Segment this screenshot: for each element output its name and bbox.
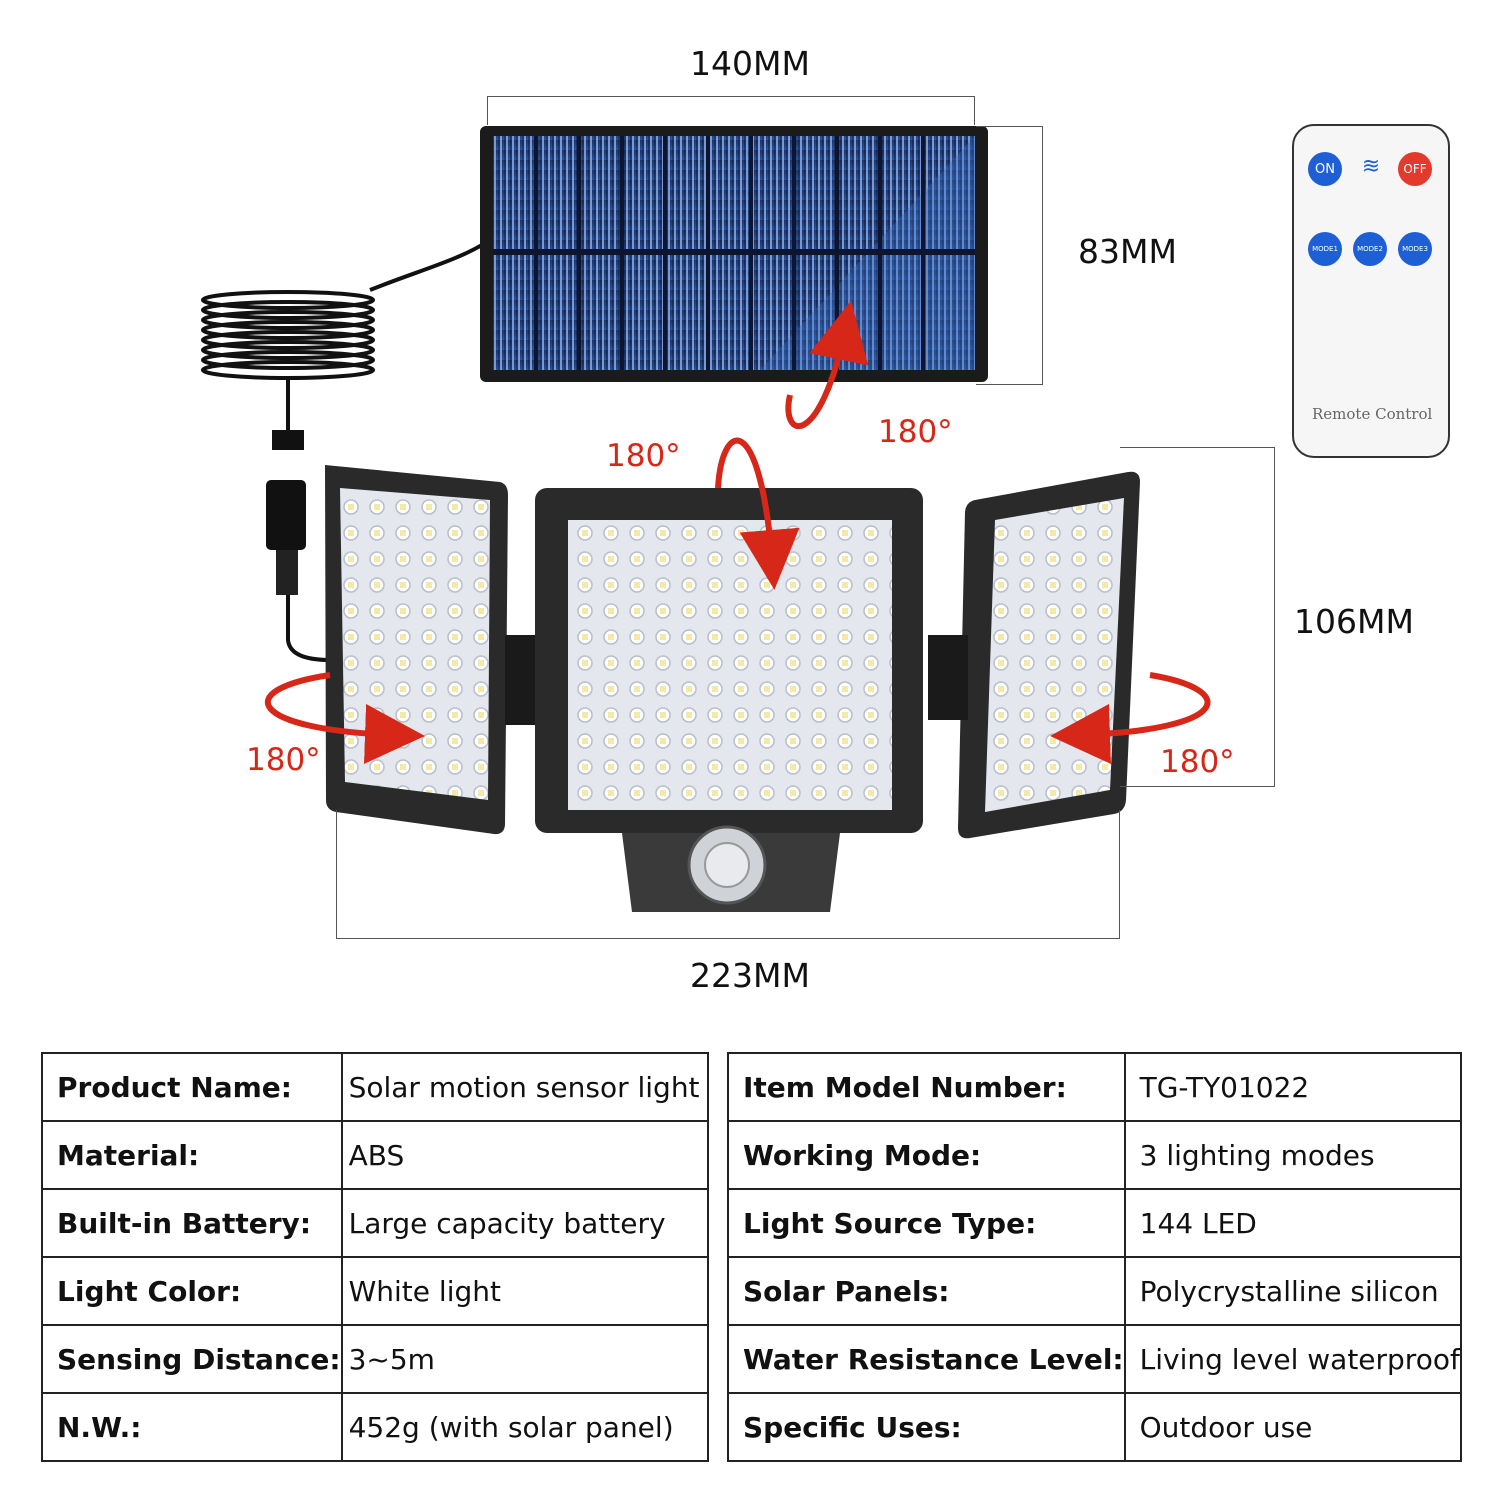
remote-label: Remote Control bbox=[1312, 405, 1433, 423]
solar-height-line bbox=[976, 126, 1043, 385]
solar-width-line bbox=[487, 96, 975, 125]
spec-value: 3 lighting modes bbox=[1123, 1120, 1462, 1190]
spec-value: Living level waterproof bbox=[1123, 1324, 1462, 1394]
spec-key: Water Resistance Level: bbox=[727, 1324, 1126, 1394]
spec-value: 452g (with solar panel) bbox=[340, 1392, 710, 1462]
left-light-head bbox=[325, 465, 540, 835]
spec-key: Specific Uses: bbox=[727, 1392, 1126, 1462]
solar-rotation-label: 180° bbox=[878, 414, 953, 450]
remote-mode2-button[interactable]: MODE2 bbox=[1353, 232, 1387, 266]
table-row: Light Color:White light bbox=[41, 1256, 710, 1326]
spec-key: Built-in Battery: bbox=[41, 1188, 343, 1258]
table-row: Light Source Type:144 LED bbox=[727, 1188, 1462, 1258]
left-rotation-label: 180° bbox=[246, 742, 321, 778]
light-height-line bbox=[1120, 447, 1275, 787]
spec-table-right: Item Model Number:TG-TY01022 Working Mod… bbox=[727, 1052, 1462, 1462]
table-row: Specific Uses:Outdoor use bbox=[727, 1392, 1462, 1462]
spec-key: N.W.: bbox=[41, 1392, 343, 1462]
remote-mode3-button[interactable]: MODE3 bbox=[1398, 232, 1432, 266]
spec-value: 144 LED bbox=[1123, 1188, 1462, 1258]
spec-value: Large capacity battery bbox=[340, 1188, 710, 1258]
table-row: N.W.:452g (with solar panel) bbox=[41, 1392, 710, 1462]
solar-panel bbox=[480, 126, 988, 382]
solar-width-label: 140MM bbox=[690, 44, 810, 83]
table-row: Solar Panels:Polycrystalline silicon bbox=[727, 1256, 1462, 1326]
spec-key: Item Model Number: bbox=[727, 1052, 1126, 1122]
remote-on-button[interactable]: ON bbox=[1308, 152, 1342, 186]
right-rotation-label: 180° bbox=[1160, 744, 1235, 780]
wifi-icon: ≋ bbox=[1361, 154, 1381, 179]
table-row: Water Resistance Level:Living level wate… bbox=[727, 1324, 1462, 1394]
table-row: Material:ABS bbox=[41, 1120, 710, 1190]
spec-value: Solar motion sensor light bbox=[340, 1052, 710, 1122]
spec-value: 3~5m bbox=[340, 1324, 710, 1394]
table-row: Working Mode:3 lighting modes bbox=[727, 1120, 1462, 1190]
spec-value: ABS bbox=[340, 1120, 710, 1190]
remote-off-button[interactable]: OFF bbox=[1398, 152, 1432, 186]
remote-control: ON ≋ OFF MODE1 MODE2 MODE3 Remote Contro… bbox=[1292, 124, 1450, 458]
center-rotation-label: 180° bbox=[606, 438, 681, 474]
spec-key: Sensing Distance: bbox=[41, 1324, 343, 1394]
light-width-line bbox=[336, 810, 1120, 939]
table-row: Sensing Distance:3~5m bbox=[41, 1324, 710, 1394]
remote-mode1-button[interactable]: MODE1 bbox=[1308, 232, 1342, 266]
table-row: Product Name:Solar motion sensor light bbox=[41, 1052, 710, 1122]
table-row: Built-in Battery:Large capacity battery bbox=[41, 1188, 710, 1258]
spec-key: Solar Panels: bbox=[727, 1256, 1126, 1326]
solar-height-label: 83MM bbox=[1078, 232, 1177, 271]
spec-value: Outdoor use bbox=[1123, 1392, 1462, 1462]
product-illustration bbox=[201, 126, 1211, 912]
spec-key: Product Name: bbox=[41, 1052, 343, 1122]
spec-key: Light Color: bbox=[41, 1256, 343, 1326]
spec-table-left: Product Name:Solar motion sensor light M… bbox=[41, 1052, 710, 1462]
right-light-head bbox=[928, 471, 1140, 839]
spec-key: Material: bbox=[41, 1120, 343, 1190]
rotation-arrows bbox=[265, 300, 1211, 764]
light-width-label: 223MM bbox=[690, 956, 810, 995]
spec-key: Light Source Type: bbox=[727, 1188, 1126, 1258]
spec-value: White light bbox=[340, 1256, 710, 1326]
spec-key: Working Mode: bbox=[727, 1120, 1126, 1190]
table-row: Item Model Number:TG-TY01022 bbox=[727, 1052, 1462, 1122]
spec-value: TG-TY01022 bbox=[1123, 1052, 1462, 1122]
cable-coil bbox=[201, 238, 492, 662]
center-light-head bbox=[535, 488, 923, 912]
light-height-label: 106MM bbox=[1294, 602, 1414, 641]
spec-value: Polycrystalline silicon bbox=[1123, 1256, 1462, 1326]
